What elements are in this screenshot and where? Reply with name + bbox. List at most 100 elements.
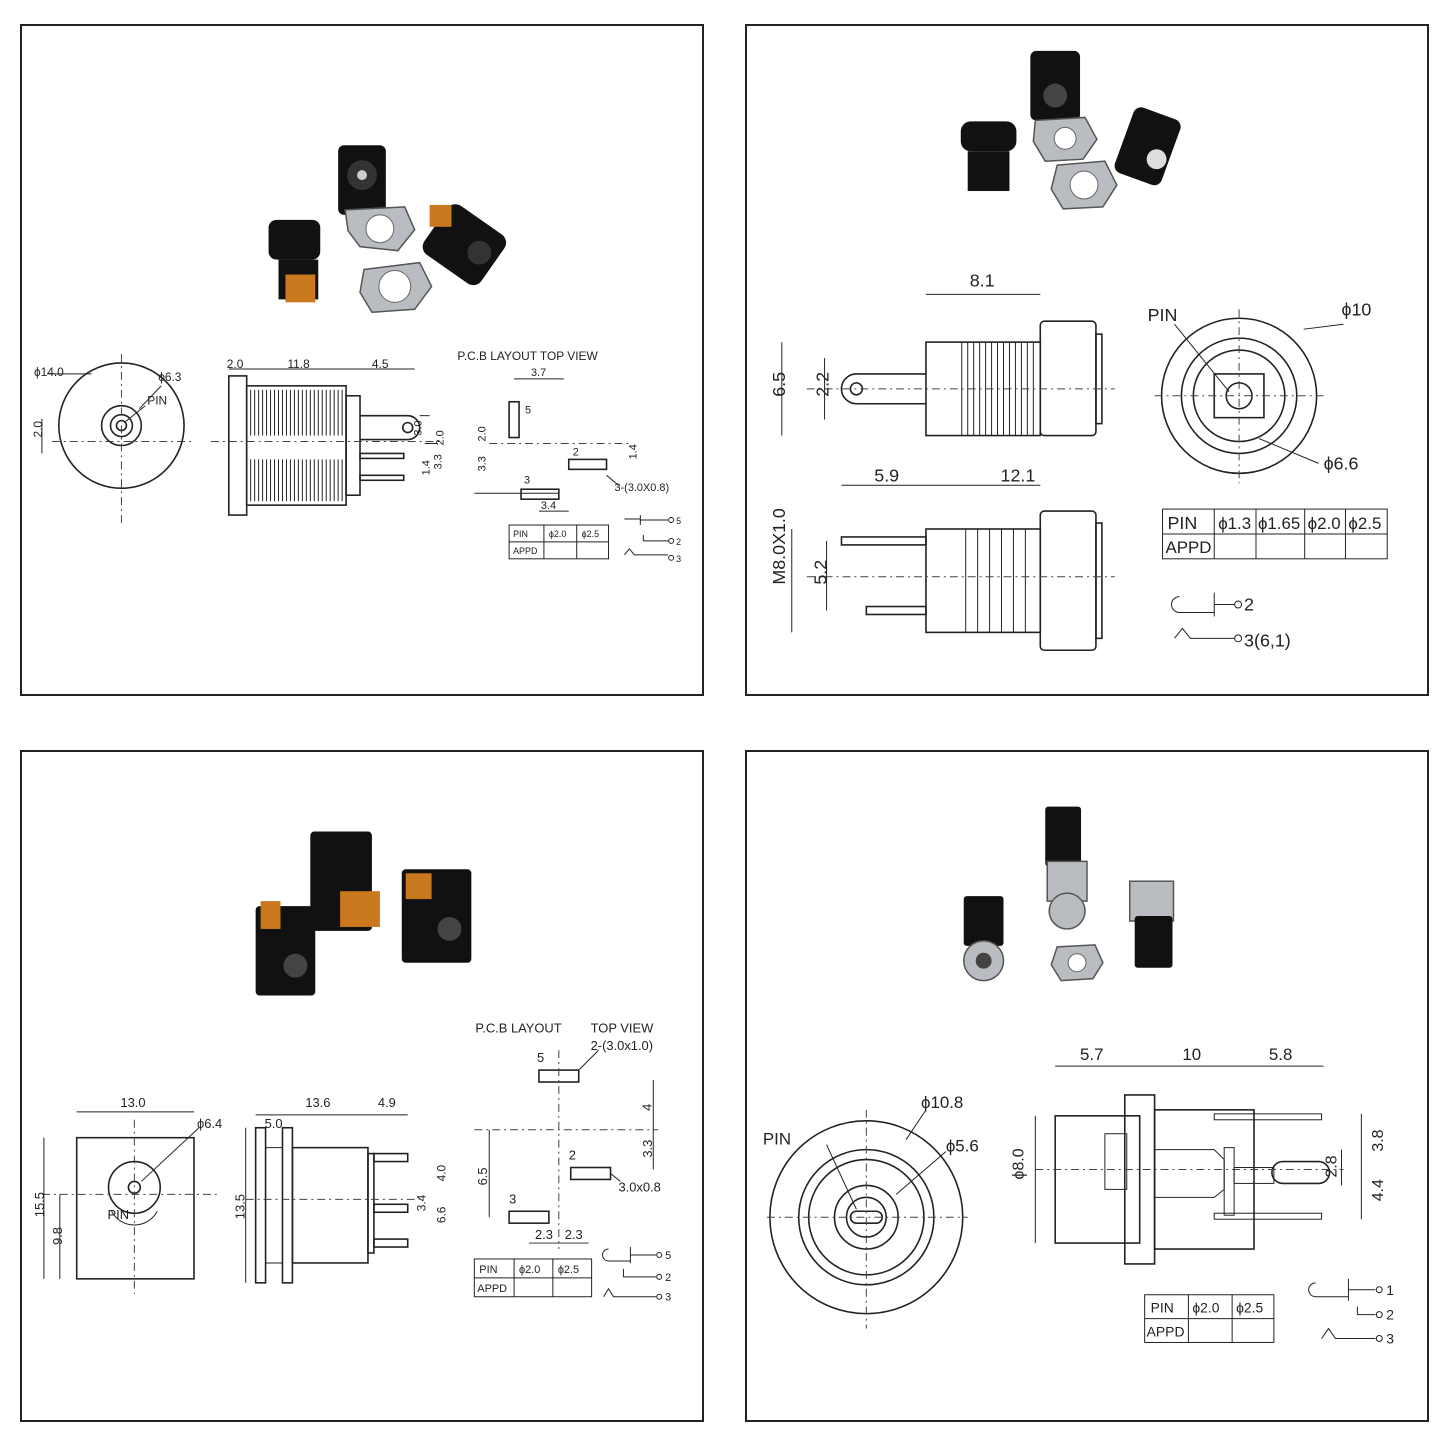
product-photo [268,145,507,314]
schem-5: 5 [676,516,681,526]
label-pin: PIN [108,1207,130,1222]
pcb-title: P.C.B LAYOUT [475,1020,561,1035]
table-h1: ϕ1.3 [1218,514,1251,533]
dim-d-pin: ϕ6.3 [158,370,182,384]
table-row-label: APPD [1166,538,1212,557]
dim-w-term: 4.9 [378,1095,396,1110]
pin-table [473,1258,593,1298]
pcb-p5: 5 [525,405,531,417]
dim-w-flange: 2.0 [227,357,244,371]
pcb-d33: 3.3 [640,1140,655,1158]
table-h4: ϕ2.5 [1348,514,1381,533]
dim-v44: 4.4 [1370,1179,1387,1201]
table-row-label: APPD [477,1283,507,1295]
front-view [41,354,192,524]
label-pin: PIN [763,1130,791,1149]
dim-h-flange: 6.5 [769,372,789,397]
table-row-label: APPD [513,546,538,556]
pcb-p2: 2 [573,446,579,458]
table-h3: ϕ2.0 [1308,514,1341,533]
dim-d-inner: ϕ5.6 [946,1137,979,1156]
dim-w-body: 11.8 [287,357,310,371]
dim-v28: 2.8 [1324,1155,1341,1177]
dim-h-tab: 2.2 [813,372,833,397]
side-view-bottom [791,510,1115,652]
dim-pin-gap: 5.2 [811,560,831,585]
label-pin: PIN [1148,305,1178,325]
pcb-d23a: 2.3 [535,1227,553,1242]
product-photo [255,831,472,996]
table-h0: PIN [479,1264,497,1276]
table-h2: ϕ2.5 [1236,1300,1263,1316]
pin-table [508,524,610,560]
panel-bottom-right: PIN ϕ10.8 ϕ5.6 5.7 10 5.8 ϕ8.0 3.8 2.8 4… [745,750,1429,1422]
pcb-d37: 3.7 [531,367,546,379]
pcb-d65: 6.5 [475,1167,490,1185]
dim-v30: 3.0 [413,420,425,435]
dim-w-front: 5.7 [1080,1045,1103,1064]
schem-3: 3 [1386,1330,1394,1346]
pcb-p5: 5 [537,1050,544,1065]
dim-v20: 2.0 [435,430,447,445]
table-h1: ϕ2.0 [519,1264,540,1276]
schem-3: 3(6,1) [1244,630,1291,650]
table-h2: ϕ2.5 [582,529,599,539]
dim-d-inner: ϕ6.6 [1324,453,1359,473]
drawing-bottom-right: PIN ϕ10.8 ϕ5.6 5.7 10 5.8 ϕ8.0 3.8 2.8 4… [763,806,1394,1346]
side-view [245,1114,420,1284]
pcb-p3: 3 [509,1191,516,1206]
dim-w-mid: 10 [1182,1045,1201,1064]
dim-w-body: 13.6 [305,1095,330,1110]
pin-schematic [602,1247,663,1300]
side-view [210,368,440,516]
pcb-d20: 2.0 [476,426,488,441]
table-h0: PIN [513,529,528,539]
pcb-d4: 4 [639,1104,654,1111]
pcb-p3: 3 [524,474,530,486]
dim-v33: 3.3 [433,454,445,469]
schem-2: 2 [1386,1307,1394,1323]
drawing-top-left: ϕ14.0 ϕ6.3 PIN 2.0 2.0 11.8 4.5 3.0 2.0 … [31,145,681,564]
schem-2: 2 [1244,595,1254,615]
dim-w-front: 13.0 [120,1095,145,1110]
table-h0: PIN [1151,1300,1174,1316]
pcb-d23b: 2.3 [565,1227,583,1242]
label-pin: PIN [147,394,167,408]
dim-h-body: ϕ8.0 [1010,1148,1027,1179]
pcb-p2: 2 [569,1148,576,1163]
dim-w-total: 12.1 [1001,465,1036,485]
dim-thread: M8.0X1.0 [769,508,789,585]
front-view [41,1111,221,1294]
dim-h-center: 9.8 [50,1227,65,1245]
panel-top-right: 8.1 6.5 2.2 5.9 12.1 PIN ϕ10 ϕ6.6 M8.0X1… [745,24,1429,696]
pin-schematic [1308,1278,1383,1342]
dim-v38: 3.8 [1370,1129,1387,1151]
pin-schematic [1171,592,1243,643]
pcb-slot1: 3.0x0.8 [618,1179,660,1194]
dim-w-term: 5.8 [1269,1045,1292,1064]
dim-v14: 1.4 [421,460,433,475]
side-view [1034,1065,1362,1265]
dim-h-offset: 2.0 [31,421,45,438]
schem-3: 3 [676,554,681,564]
front-view [1154,309,1344,484]
pcb-title: P.C.B LAYOUT TOP VIEW [457,349,598,363]
dim-w-flange: 5.0 [265,1116,283,1131]
panel-top-left: ϕ14.0 ϕ6.3 PIN 2.0 2.0 11.8 4.5 3.0 2.0 … [20,24,704,696]
panel-bottom-left: 13.0 ϕ6.4 15.5 9.8 PIN 13.6 5.0 4.9 13.5… [20,750,704,1422]
pin-table [1162,508,1388,560]
dim-v40: 4.0 [435,1164,449,1181]
pin-table [1144,1294,1275,1343]
front-view [766,1109,968,1329]
table-h2: ϕ2.5 [558,1264,579,1276]
pcb-layout [474,378,629,512]
pcb-d33: 3.3 [476,456,488,471]
table-h0: PIN [1168,513,1198,533]
pcb-slot2: 2-(3.0x1.0) [591,1038,653,1053]
pcb-slot: 3-(3.0X0.8) [614,482,669,494]
side-view-top [781,293,1115,486]
pcb-layout [474,1049,659,1250]
drawing-bottom-left: 13.0 ϕ6.4 15.5 9.8 PIN 13.6 5.0 4.9 13.5… [32,831,671,1304]
dim-h-side: 13.5 [233,1194,248,1219]
drawing-top-right: 8.1 6.5 2.2 5.9 12.1 PIN ϕ10 ϕ6.6 M8.0X1… [769,50,1388,652]
